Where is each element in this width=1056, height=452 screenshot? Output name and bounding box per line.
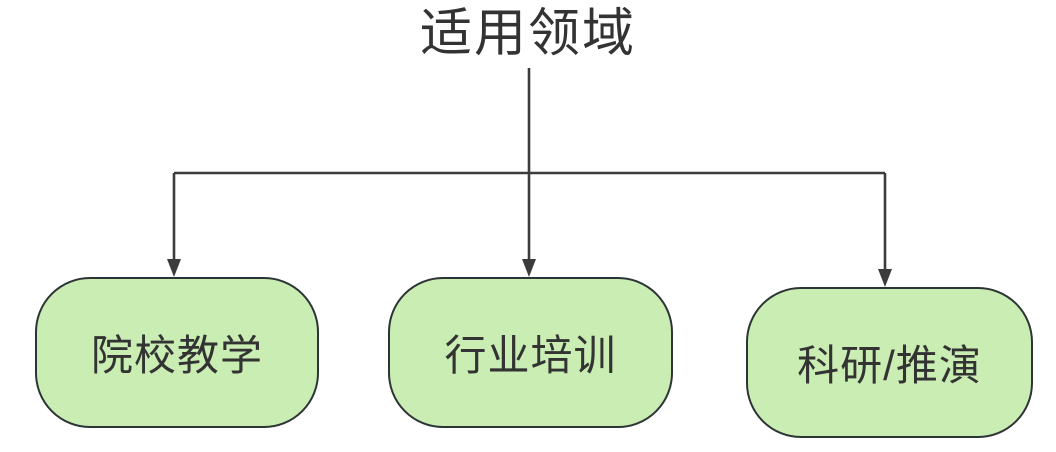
arrowhead-left-icon — [167, 259, 181, 277]
node-research-simulation: 科研/推演 — [746, 287, 1033, 438]
arrowhead-right-icon — [878, 269, 892, 287]
node-industry-training: 行业培训 — [388, 277, 673, 428]
node-label: 院校教学 — [90, 332, 263, 379]
node-label: 行业培训 — [444, 332, 617, 379]
diagram-title: 适用领域 — [419, 5, 636, 63]
arrowhead-middle-icon — [522, 259, 536, 277]
node-college-teaching: 院校教学 — [35, 277, 319, 428]
node-label: 科研/推演 — [797, 342, 982, 389]
